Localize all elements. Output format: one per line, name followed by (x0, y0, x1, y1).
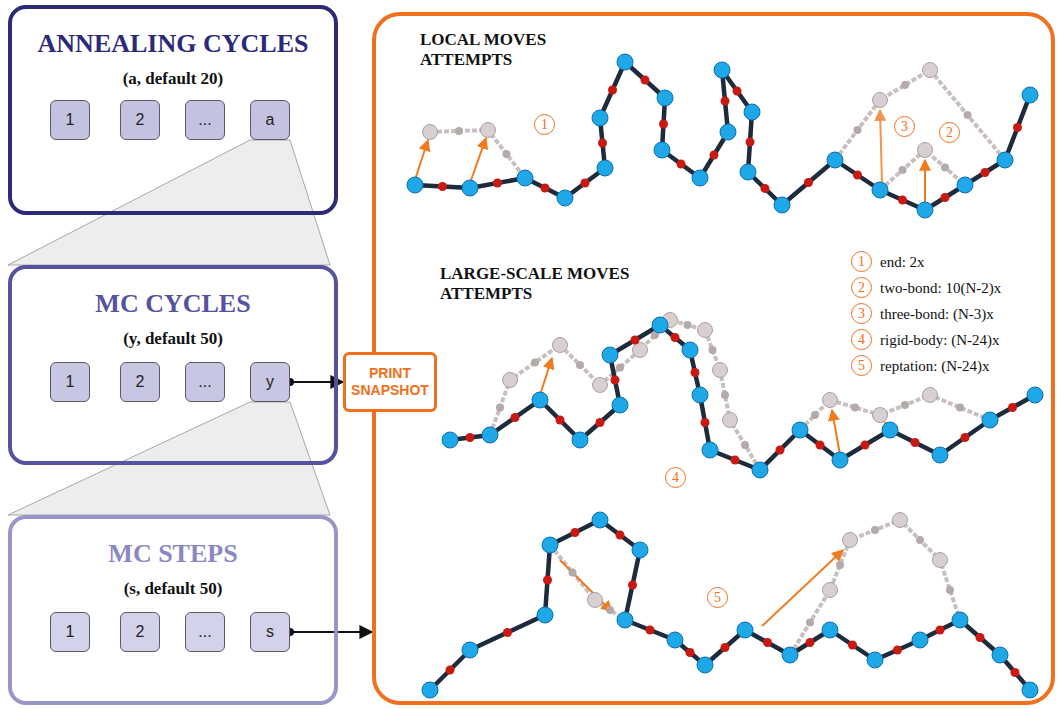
expansion-fan (8, 140, 330, 265)
snapshot-label: PRINT SNAPSHOT (349, 365, 431, 399)
group-title: MC CYCLES (12, 289, 334, 319)
expansion-fan (8, 402, 330, 515)
step-box: 1 (50, 100, 90, 140)
step-label: y (266, 373, 274, 391)
step-label: s (266, 623, 274, 641)
group-title: ANNEALING CYCLES (12, 29, 334, 59)
reptation-chain (422, 512, 1038, 698)
cycle-group-box: ANNEALING CYCLES (a, default 20) 1 2... a (8, 5, 338, 215)
cycle-group-box: MC CYCLES (y, default 50) 1 2... y (8, 265, 338, 465)
callout-number: 2 (939, 122, 960, 143)
step-label: a (266, 111, 275, 129)
step-label: 2 (136, 111, 145, 129)
callout-number: 4 (665, 467, 686, 488)
callout-number: 3 (894, 116, 915, 137)
step-label: ... (198, 373, 211, 391)
callout-number: 1 (534, 114, 555, 135)
move-count: end: 2x (878, 252, 927, 272)
step-box: 2 (120, 612, 160, 652)
callout-number: 4 (851, 329, 872, 350)
step-box: a (250, 100, 290, 140)
callout-number: 2 (851, 277, 872, 298)
step-box: ... (185, 362, 225, 402)
group-subtitle: (s, default 50) (12, 579, 334, 599)
step-box: 2 (120, 362, 160, 402)
move-count: reptation: (N-24)x (878, 356, 992, 376)
callout-number: 3 (851, 303, 872, 324)
moves-panel: LOCAL MOVES ATTEMPTS LARGE-SCALE MOVES AT… (372, 12, 1055, 705)
move-count: three-bond: (N-3)x (878, 304, 996, 324)
flow-arrow (290, 631, 372, 633)
step-label: 2 (136, 623, 145, 641)
step-box: y (250, 362, 290, 402)
step-label: 1 (66, 111, 75, 129)
step-box: 1 (50, 362, 90, 402)
flow-arrow (290, 381, 343, 383)
local-moves-chain (407, 54, 1038, 218)
step-label: 1 (66, 373, 75, 391)
step-label: 1 (66, 623, 75, 641)
callout-number: 1 (851, 251, 872, 272)
step-box: 2 (120, 100, 160, 140)
callout-number: 5 (707, 587, 728, 608)
section-heading: LARGE-SCALE MOVES ATTEMPTS (440, 264, 655, 303)
step-label: ... (198, 623, 211, 641)
step-box: ... (185, 612, 225, 652)
move-count: two-bond: 10(N-2)x (878, 278, 1003, 298)
group-subtitle: (a, default 20) (12, 69, 334, 89)
step-box: s (250, 612, 290, 652)
rigid-body-chain (442, 313, 1043, 479)
group-title: MC STEPS (12, 539, 334, 569)
cycle-group-box: MC STEPS (s, default 50) 1 2... s (8, 515, 338, 705)
step-box: 1 (50, 612, 90, 652)
step-label: 2 (136, 373, 145, 391)
group-subtitle: (y, default 50) (12, 329, 334, 349)
callout-number: 5 (851, 355, 872, 376)
snapshot-box: PRINT SNAPSHOT (343, 352, 437, 412)
step-box: ... (185, 100, 225, 140)
section-heading: LOCAL MOVES ATTEMPTS (420, 30, 565, 69)
step-label: ... (198, 111, 211, 129)
move-count: rigid-body: (N-24)x (878, 330, 1002, 350)
